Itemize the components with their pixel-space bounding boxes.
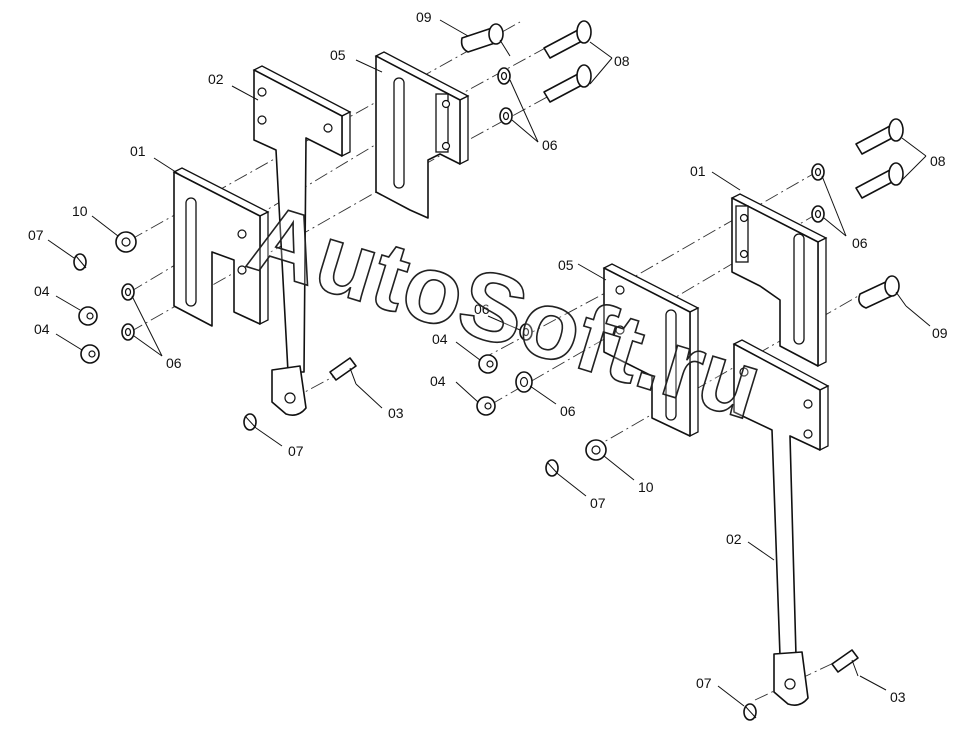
nuts-04-left [78,306,100,364]
clip-07-right-low [743,703,757,721]
label-07-left: 07 [28,227,44,243]
label-04-left-a: 04 [34,283,50,299]
bracket-01-left [172,167,270,327]
bracket-01-right [730,193,828,368]
label-09-right: 09 [932,325,948,341]
plate-05-left [374,51,470,219]
washer-06-mid-low [515,371,533,393]
nuts-04-mid [476,354,498,416]
pin-03-right [831,649,859,677]
label-02-left: 02 [208,71,224,87]
callout-leaders [47,19,931,707]
label-04-mid-a: 04 [432,331,448,347]
lever-02-right [732,339,830,706]
label-06-left-low: 06 [166,355,182,371]
washers-06-right-top [811,163,825,223]
label-07-right-low: 07 [696,675,712,691]
label-01-left: 01 [130,143,146,159]
pin-09-left [460,23,511,57]
label-05-left: 05 [330,47,346,63]
label-09-left: 09 [416,9,432,25]
label-04-left-b: 04 [34,321,50,337]
label-03-left: 03 [388,405,404,421]
label-06-mid: 06 [474,301,490,317]
washer-10-right [585,439,607,461]
bolts-08-right [855,118,904,199]
label-05-right: 05 [558,257,574,273]
label-08-right: 08 [930,153,946,169]
washers-06-left-low [121,283,135,341]
label-06-mid-low: 06 [560,403,576,419]
label-01-right: 01 [690,163,706,179]
clip-07-left-low [243,413,257,431]
label-10-right: 10 [638,479,654,495]
label-07-mid: 07 [590,495,606,511]
bolts-08-left [543,20,592,103]
washers-06-left-top [497,67,513,125]
plate-05-right [602,263,700,438]
callout-labels: 01 02 05 09 08 06 10 07 04 04 06 07 03 0… [28,9,948,705]
clip-07-mid [545,459,559,477]
label-04-mid-b: 04 [430,373,446,389]
label-08-left: 08 [614,53,630,69]
label-02-right: 02 [726,531,742,547]
label-06-left-top: 06 [542,137,558,153]
label-10-left: 10 [72,203,88,219]
washer-06-mid [519,323,533,341]
pin-03-left [329,357,357,385]
label-06-right-top: 06 [852,235,868,251]
pin-09-right [858,275,907,309]
clip-07-left [73,253,87,271]
washer-10-left [115,231,137,253]
lever-02-left [252,65,352,416]
label-07-left-low: 07 [288,443,304,459]
label-03-right: 03 [890,689,906,705]
